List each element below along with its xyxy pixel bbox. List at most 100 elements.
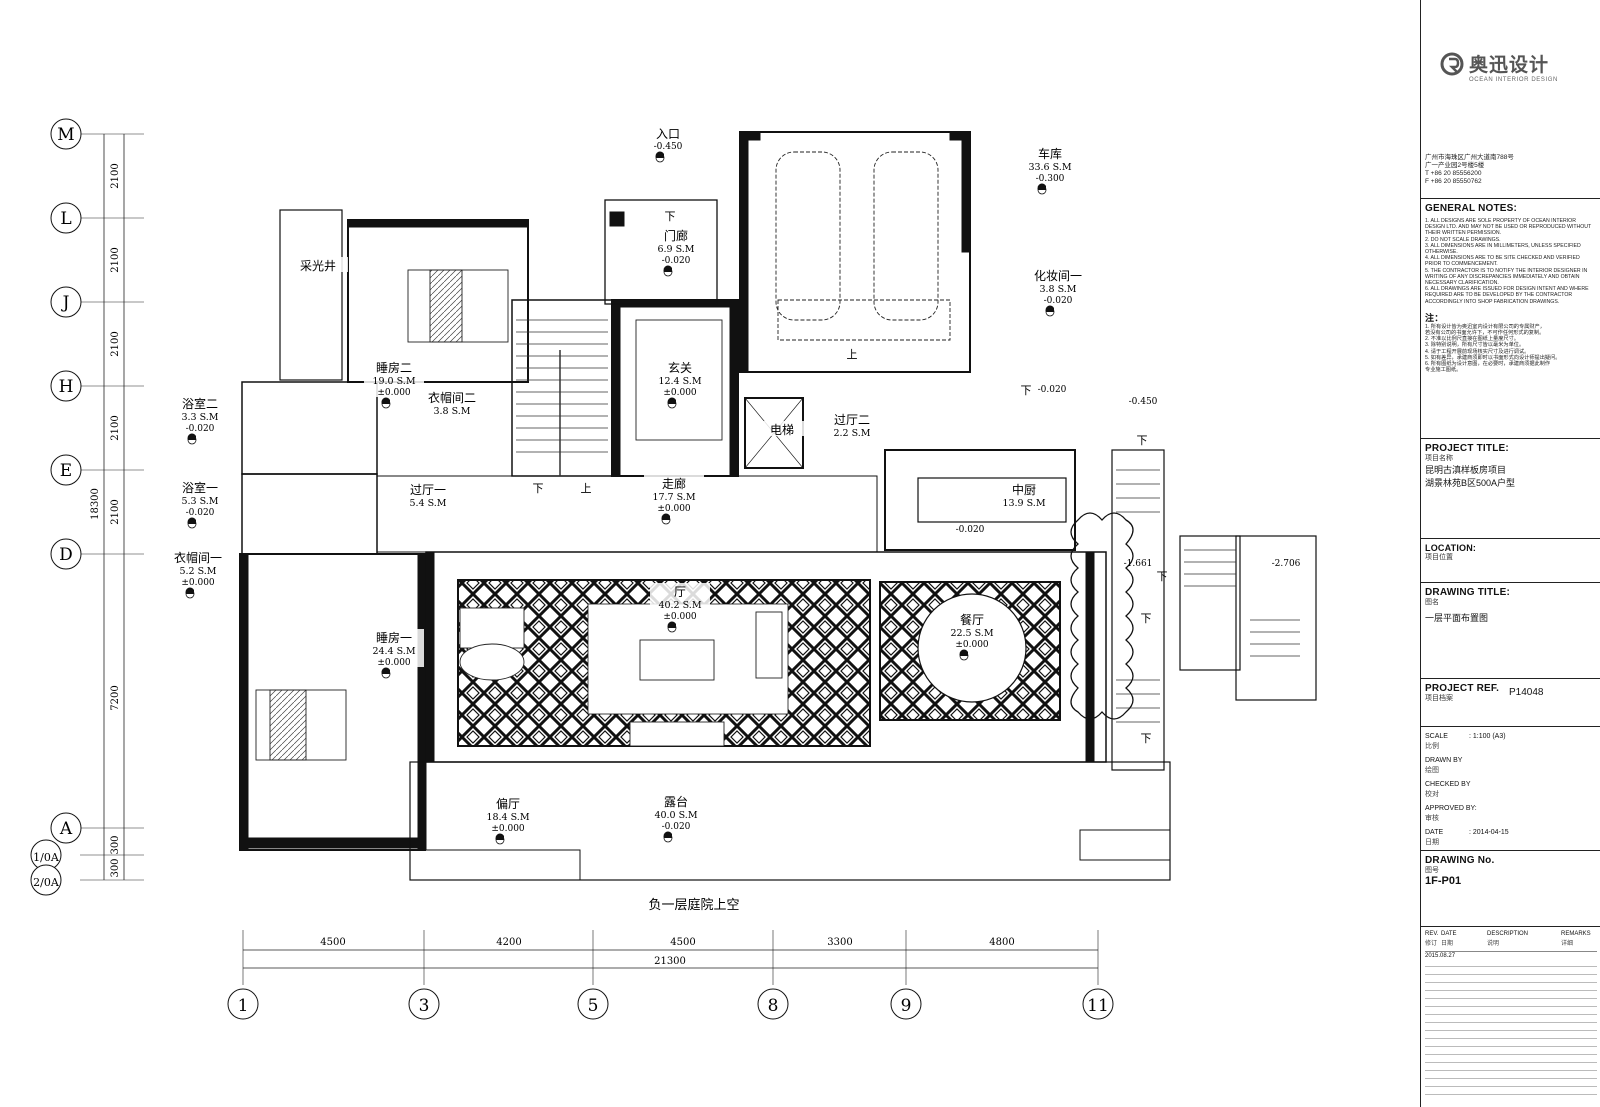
cn-note-item: 6. 所有图纸为设计意图，在必要时，承建商须据此制作 [1425, 361, 1551, 368]
scale-cn: 比例 [1425, 743, 1439, 750]
row-dimension: 7200 [110, 685, 121, 710]
drawing-title-cn: 图名 [1425, 599, 1439, 606]
project-title-line: 昆明古滇样板房项目 [1425, 465, 1507, 475]
room-name: 餐厅 [960, 612, 984, 627]
room-label-bg [638, 125, 698, 152]
grid-bubble [50, 202, 82, 234]
drawing-title-label: DRAWING TITLE: [1425, 587, 1511, 598]
cn-note-item: 1. 所有设计皆为奥迅室内设计有限公司的专属财产， [1425, 323, 1545, 330]
project-ref: P14048 [1509, 687, 1544, 698]
cn-note-item: 专业施工图纸。 [1425, 367, 1462, 374]
grid-bubble [50, 812, 82, 844]
revision-cloud [1070, 512, 1134, 720]
room-level: -0.020 [186, 424, 215, 434]
drawing-title-block: DRAWING TITLE: 图名 一层平面布置图 [1421, 582, 1600, 678]
level-marker-fill [663, 265, 672, 272]
general-notes-title: GENERAL NOTES: [1425, 203, 1518, 214]
level-marker-fill [187, 433, 196, 440]
row-dimension: 2100 [110, 331, 121, 356]
scale-value: : 1:100 (A3) [1469, 733, 1506, 740]
cn-note-item: 4. 请于工程开展前现场核实尺寸及进行调试。 [1425, 348, 1530, 355]
room-name: 睡房一 [376, 630, 412, 645]
room-label: 厅40.2 S.M±0.000 [650, 583, 710, 633]
rev-header: REV. [1425, 931, 1439, 937]
room-label-bg [994, 481, 1054, 507]
level-mark: 下 [1021, 384, 1032, 397]
room-label-bg [422, 389, 482, 415]
level-marker-fill [381, 397, 390, 404]
level-mark: 下 [1137, 434, 1148, 447]
room-area: 5.3 S.M [181, 496, 218, 507]
room-label-bg [650, 583, 710, 621]
grid-label: 5 [588, 996, 599, 1016]
level-mark: 上 [847, 348, 858, 361]
address-line: 广一产业园2号楼5楼 [1425, 162, 1485, 169]
room-label-bg [644, 475, 704, 513]
level-marker-fill [1037, 183, 1046, 190]
level-mark: 上 [581, 482, 592, 495]
drawing-info-block: SCALE 比例 : 1:100 (A3) DRAWN BY 绘图 CHECKE… [1421, 726, 1600, 850]
note-item: 4. ALL DIMENSIONS ARE TO BE SITE CHECKED… [1425, 255, 1580, 268]
room-name: 门廊 [664, 228, 688, 243]
scale-label: SCALE [1425, 733, 1448, 740]
row-dimension: 2100 [110, 415, 121, 440]
description-header: DESCRIPTION [1487, 931, 1529, 937]
location-block: LOCATION: 项目位置 [1421, 538, 1600, 582]
column-dimension: 3300 [827, 937, 852, 948]
room-level: -0.020 [186, 508, 215, 518]
grid-bubble [408, 988, 440, 1020]
logo-mark-icon [1440, 52, 1464, 75]
furniture [255, 151, 951, 761]
grid-bubble [50, 118, 82, 150]
room-level: -0.020 [662, 256, 691, 266]
location-label: LOCATION: [1425, 543, 1477, 553]
description-header-cn: 说明 [1487, 941, 1500, 947]
rev-date-header: DATE [1441, 931, 1457, 937]
row-dimension: 2100 [110, 163, 121, 188]
level-mark: 下 [533, 482, 544, 495]
grid-label: 3 [419, 996, 430, 1016]
room-label-bg [646, 227, 706, 265]
level-mark: 下 [665, 210, 676, 223]
fax: F +86 20 85550762 [1425, 178, 1482, 185]
level-mark: -0.020 [956, 525, 985, 535]
room-label-bg [822, 411, 882, 437]
phone: T +86 20 85556200 [1425, 170, 1482, 177]
room-level: ±0.000 [663, 612, 697, 622]
row-total-dimension: 18300 [90, 488, 101, 520]
revision-rows [1425, 959, 1597, 1095]
grid-label: 1/0A [33, 851, 60, 864]
room-level: -0.020 [662, 822, 691, 832]
revision-date: 2015.08.27 [1425, 951, 1597, 959]
general-notes: GENERAL NOTES: 1. ALL DESIGNS ARE SOLE P… [1421, 198, 1600, 438]
level-marker-fill [381, 667, 390, 674]
level-marker-fill [495, 833, 504, 840]
room-area: 24.4 S.M [372, 646, 415, 657]
room-name: 中厨 [1012, 482, 1036, 497]
room-area: 6.9 S.M [657, 244, 694, 255]
level-mark: -0.020 [1038, 385, 1067, 395]
drawing-no-cn: 图号 [1425, 867, 1439, 874]
room-label-bg [942, 611, 1002, 649]
room-area: 3.3 S.M [181, 412, 218, 423]
room-area: 3.8 S.M [433, 406, 470, 417]
room-level: ±0.000 [491, 824, 525, 834]
row-dimension: 2100 [110, 247, 121, 272]
room-level: -0.020 [1044, 296, 1073, 306]
column-total-dimension: 21300 [654, 956, 686, 967]
room-name: 车库 [1038, 146, 1062, 161]
logo-text: 奥迅设计 [1469, 54, 1550, 76]
room-level: -0.450 [654, 142, 683, 152]
room-name: 过厅一 [410, 483, 446, 497]
level-marks: 下上下上下-0.020-0.450下-0.020-1.661下-2.706下下 [533, 210, 1301, 745]
